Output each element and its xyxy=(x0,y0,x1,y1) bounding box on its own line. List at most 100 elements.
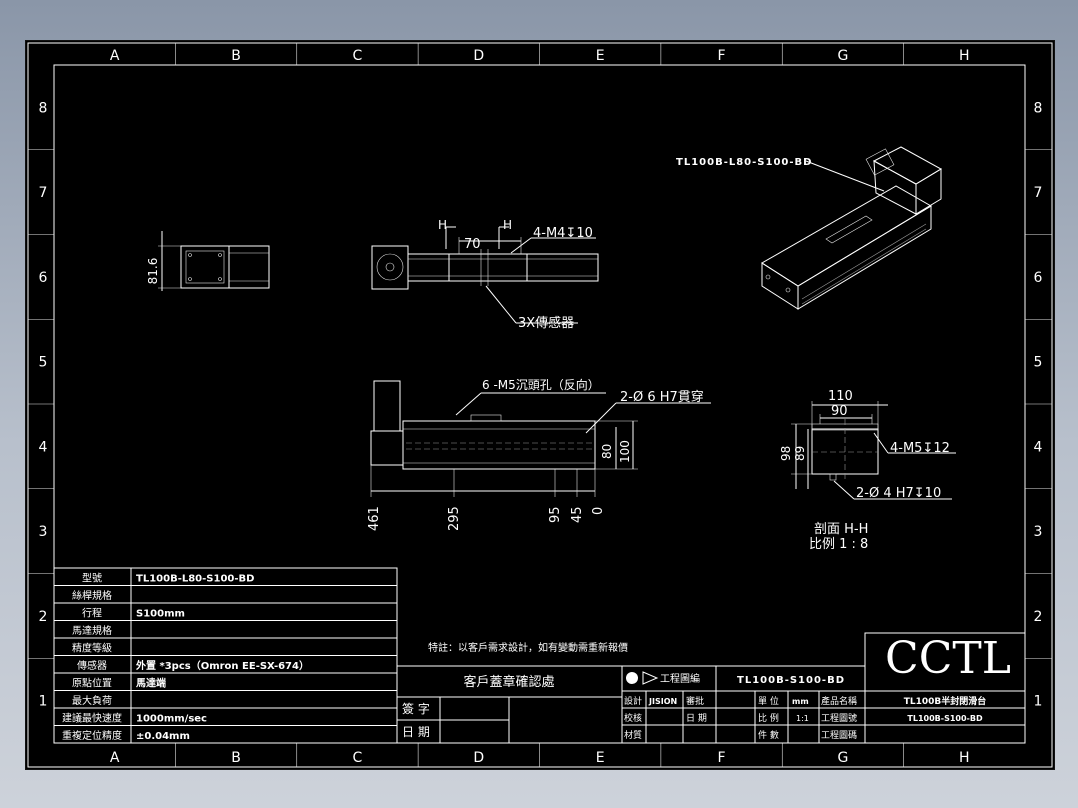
side-view: 81.6 xyxy=(146,231,270,291)
spec-label: 建議最快速度 xyxy=(62,712,122,725)
section-pin-callout: 2-Ø 4 H7↧10 xyxy=(856,486,941,501)
dim-80: 80 xyxy=(600,444,614,459)
zone-col-G-top: G xyxy=(838,48,849,64)
zone-row-4-left: 4 xyxy=(39,439,48,455)
zone-row-4-right: 4 xyxy=(1034,439,1043,455)
unit-label: 單 位 xyxy=(758,695,779,707)
confirm-title: 客戶蓋章確認處 xyxy=(463,674,554,690)
projection-cone-icon xyxy=(642,671,659,685)
dim-h-right: H xyxy=(503,218,512,232)
zone-col-B-bot: B xyxy=(231,750,241,766)
dim-0: 0 xyxy=(591,507,606,515)
inner-frame xyxy=(53,64,1026,744)
spec-value: 外置 *3pcs（Omron EE-SX-674） xyxy=(135,659,309,672)
zone-col-A-bot: A xyxy=(110,750,120,766)
spec-label: 最大負荷 xyxy=(72,694,112,707)
dim-h-left: H xyxy=(438,218,447,232)
zone-row-6-left: 6 xyxy=(39,270,48,286)
drawing-field-label: 工程圖號 xyxy=(821,712,857,724)
section-label: 剖面 H-H xyxy=(814,522,868,537)
top-view: H H 70 4-M4↧10 3X傳感器 xyxy=(371,218,599,331)
section-view: 110 90 98 89 4-M5↧12 2-Ø 4 H7↧10 剖面 H-H … xyxy=(779,389,956,552)
zone-col-G-bot: G xyxy=(838,750,849,766)
outer-frame xyxy=(27,42,1053,768)
zone-col-A-top: A xyxy=(110,48,120,64)
isometric-view: TL100B-L80-S100-BD xyxy=(676,146,943,310)
spec-label: 原點位置 xyxy=(72,677,112,690)
dim-110: 110 xyxy=(828,389,853,404)
dim-98: 98 xyxy=(779,446,793,461)
note-text: 特註：以客戶需求設計，如有變動需重新報價 xyxy=(428,641,628,654)
drawing-no: TL100B-S100-BD xyxy=(737,675,845,686)
logo-block: CCTL TL100B半封閉滑台 TL100B-S100-BD xyxy=(864,632,1026,744)
company-logo: CCTL xyxy=(885,633,1011,684)
spec-label: 行程 xyxy=(82,607,102,620)
zone-col-C-top: C xyxy=(353,48,363,64)
zone-col-E-bot: E xyxy=(596,750,605,766)
spec-label: 傳感器 xyxy=(77,659,107,672)
dim-81-6: 81.6 xyxy=(146,258,160,285)
spec-value: ±0.04mm xyxy=(136,731,190,742)
dim-461: 461 xyxy=(367,506,382,531)
zone-row-5-right: 5 xyxy=(1034,355,1043,371)
zone-col-F-bot: F xyxy=(718,750,726,766)
dim-95: 95 xyxy=(548,506,563,523)
qty-label: 件 數 xyxy=(758,729,779,741)
zone-col-H-top: H xyxy=(959,48,970,64)
spec-value: TL100B-L80-S100-BD xyxy=(136,574,254,585)
design-label: 設計 xyxy=(624,695,642,707)
front-view: 6 -M5沉頭孔（反向） 2-Ø 6 H7貫穿 80 100 461 295 9… xyxy=(367,377,711,531)
dim-90: 90 xyxy=(831,404,848,419)
zone-col-B-top: B xyxy=(231,48,241,64)
title-block: 工程圖編 TL100B-S100-BD 設計 JISION 審批 單 位 mm … xyxy=(621,665,1025,744)
zone-row-2-right: 2 xyxy=(1034,609,1043,625)
confirm-block: 客戶蓋章確認處 簽 字 日 期 xyxy=(396,665,623,744)
designer-name: JISION xyxy=(648,697,677,706)
scale-field-label: 比 例 xyxy=(758,712,779,724)
zone-row-3-right: 3 xyxy=(1034,524,1043,540)
spec-label: 絲桿規格 xyxy=(72,589,112,602)
zone-row-7-right: 7 xyxy=(1034,185,1043,201)
zone-col-E-top: E xyxy=(596,48,605,64)
spec-label: 重複定位精度 xyxy=(62,729,122,742)
spec-value: 1000mm/sec xyxy=(136,714,207,725)
pin-callout: 2-Ø 6 H7貫穿 xyxy=(620,389,704,405)
countersink-callout: 6 -M5沉頭孔（反向） xyxy=(482,377,600,392)
projection-circle-icon xyxy=(626,672,638,684)
zone-col-F-top: F xyxy=(718,48,726,64)
dim-45: 45 xyxy=(570,506,585,523)
zone-row-5-left: 5 xyxy=(39,355,48,371)
code-label: 工程圖碼 xyxy=(821,730,857,741)
zone-col-D-top: D xyxy=(473,48,484,64)
iso-label: TL100B-L80-S100-BD xyxy=(676,157,812,168)
product-name-label: 產品名稱 xyxy=(821,695,857,707)
product-name: TL100B半封閉滑台 xyxy=(904,695,987,707)
date-field-label: 日 期 xyxy=(686,713,707,724)
hole-callout-m4: 4-M4↧10 xyxy=(533,226,593,241)
zone-col-H-bot: H xyxy=(959,750,970,766)
zone-row-8-left: 8 xyxy=(39,100,48,116)
unit-value: mm xyxy=(792,697,809,706)
spec-label: 馬達規格 xyxy=(72,624,112,637)
dim-70: 70 xyxy=(464,237,481,252)
spec-label: 精度等級 xyxy=(72,642,112,655)
material-label: 材質 xyxy=(624,729,642,741)
zone-row-1-left: 1 xyxy=(39,694,48,710)
zone-row-7-left: 7 xyxy=(39,185,48,201)
check-label: 校核 xyxy=(624,712,642,724)
zone-row-1-right: 1 xyxy=(1034,694,1043,710)
zone-col-C-bot: C xyxy=(353,750,363,766)
spec-value: S100mm xyxy=(136,609,185,620)
sensor-callout: 3X傳感器 xyxy=(518,315,574,331)
sign-label: 簽 字 xyxy=(402,701,430,716)
dim-89: 89 xyxy=(793,446,807,461)
dim-100: 100 xyxy=(618,440,632,463)
review-label: 審批 xyxy=(686,695,704,707)
section-hole-callout: 4-M5↧12 xyxy=(890,441,950,456)
spec-value: 馬達端 xyxy=(136,677,166,690)
date-label: 日 期 xyxy=(402,725,430,739)
